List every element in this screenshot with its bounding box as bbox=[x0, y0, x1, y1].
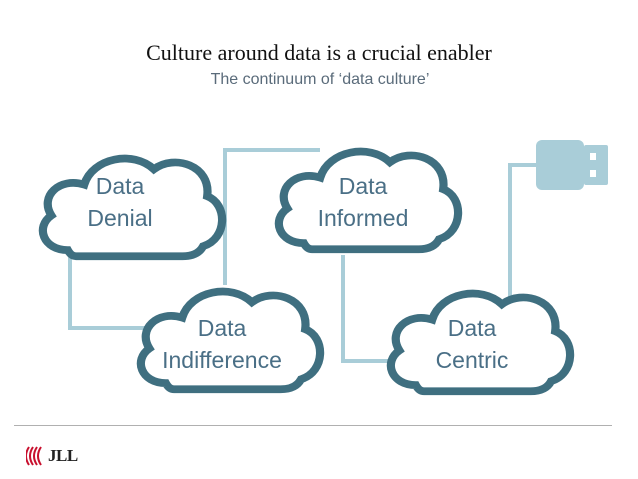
connector-lines bbox=[68, 148, 540, 363]
connector-indifference-informed bbox=[223, 148, 320, 285]
cloud-label-informed: Data Informed bbox=[317, 173, 409, 231]
cloud-label-denial: Data Denial bbox=[87, 173, 153, 231]
slide-subtitle: The continuum of ‘data culture’ bbox=[210, 71, 430, 88]
connector-denial-indifference bbox=[68, 255, 160, 330]
jll-logo-text: JLL bbox=[48, 446, 78, 465]
cloud-label-centric: Data Centric bbox=[435, 315, 509, 373]
connector-centric-plug bbox=[508, 163, 540, 298]
cloud-label-indifference: Data Indifference bbox=[162, 315, 282, 373]
slide-title: Culture around data is a crucial enabler bbox=[146, 40, 492, 65]
plug-icon bbox=[536, 140, 608, 190]
footer-divider bbox=[14, 425, 612, 426]
jll-logo: JLL bbox=[26, 443, 78, 469]
connector-informed-centric bbox=[341, 255, 400, 363]
jll-logo-mark-icon bbox=[26, 446, 42, 466]
